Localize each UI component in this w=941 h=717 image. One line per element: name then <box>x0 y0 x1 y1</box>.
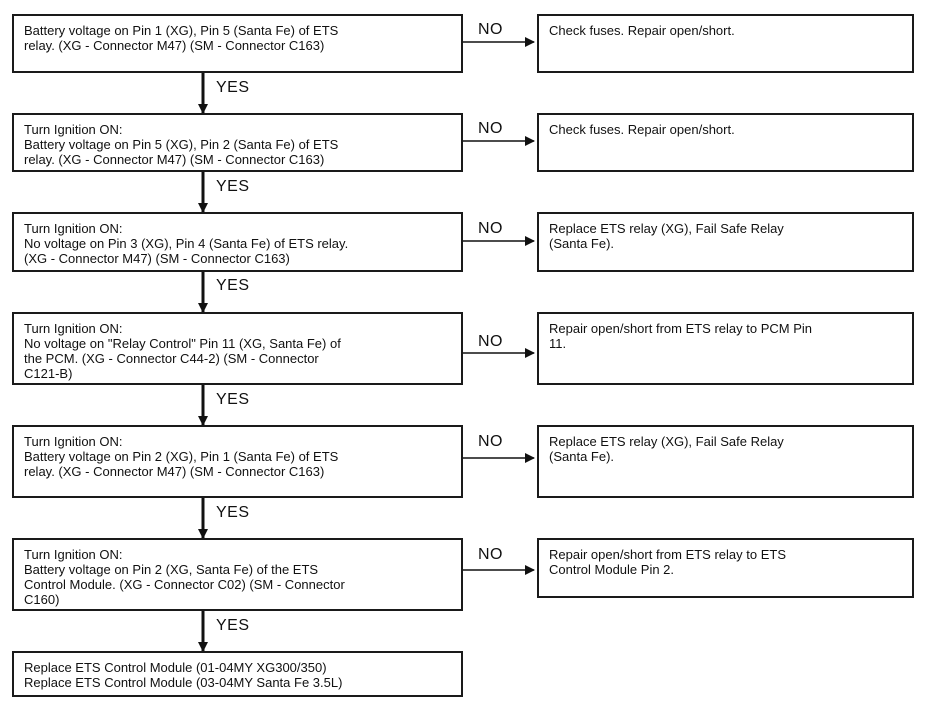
no-label-3: NO <box>478 220 503 237</box>
action-box-2: Check fuses. Repair open/short. <box>537 113 914 172</box>
no-label-1: NO <box>478 21 503 38</box>
no-label-2: NO <box>478 120 503 137</box>
yes-label-6: YES <box>216 617 250 634</box>
yes-label-3: YES <box>216 277 250 294</box>
yes-label-4: YES <box>216 391 250 408</box>
yes-label-2: YES <box>216 178 250 195</box>
yes-label-1: YES <box>216 79 250 96</box>
check-box-1: Battery voltage on Pin 1 (XG), Pin 5 (Sa… <box>12 14 463 73</box>
no-label-6: NO <box>478 546 503 563</box>
action-box-1: Check fuses. Repair open/short. <box>537 14 914 73</box>
check-box-4: Turn Ignition ON: No voltage on "Relay C… <box>12 312 463 385</box>
final-action-box: Replace ETS Control Module (01-04MY XG30… <box>12 651 463 697</box>
check-box-2: Turn Ignition ON: Battery voltage on Pin… <box>12 113 463 172</box>
check-box-3: Turn Ignition ON: No voltage on Pin 3 (X… <box>12 212 463 272</box>
action-box-4: Repair open/short from ETS relay to PCM … <box>537 312 914 385</box>
yes-label-5: YES <box>216 504 250 521</box>
check-box-6: Turn Ignition ON: Battery voltage on Pin… <box>12 538 463 611</box>
action-box-3: Replace ETS relay (XG), Fail Safe Relay … <box>537 212 914 272</box>
check-box-5: Turn Ignition ON: Battery voltage on Pin… <box>12 425 463 498</box>
action-box-6: Repair open/short from ETS relay to ETS … <box>537 538 914 598</box>
no-label-4: NO <box>478 333 503 350</box>
action-box-5: Replace ETS relay (XG), Fail Safe Relay … <box>537 425 914 498</box>
no-label-5: NO <box>478 433 503 450</box>
